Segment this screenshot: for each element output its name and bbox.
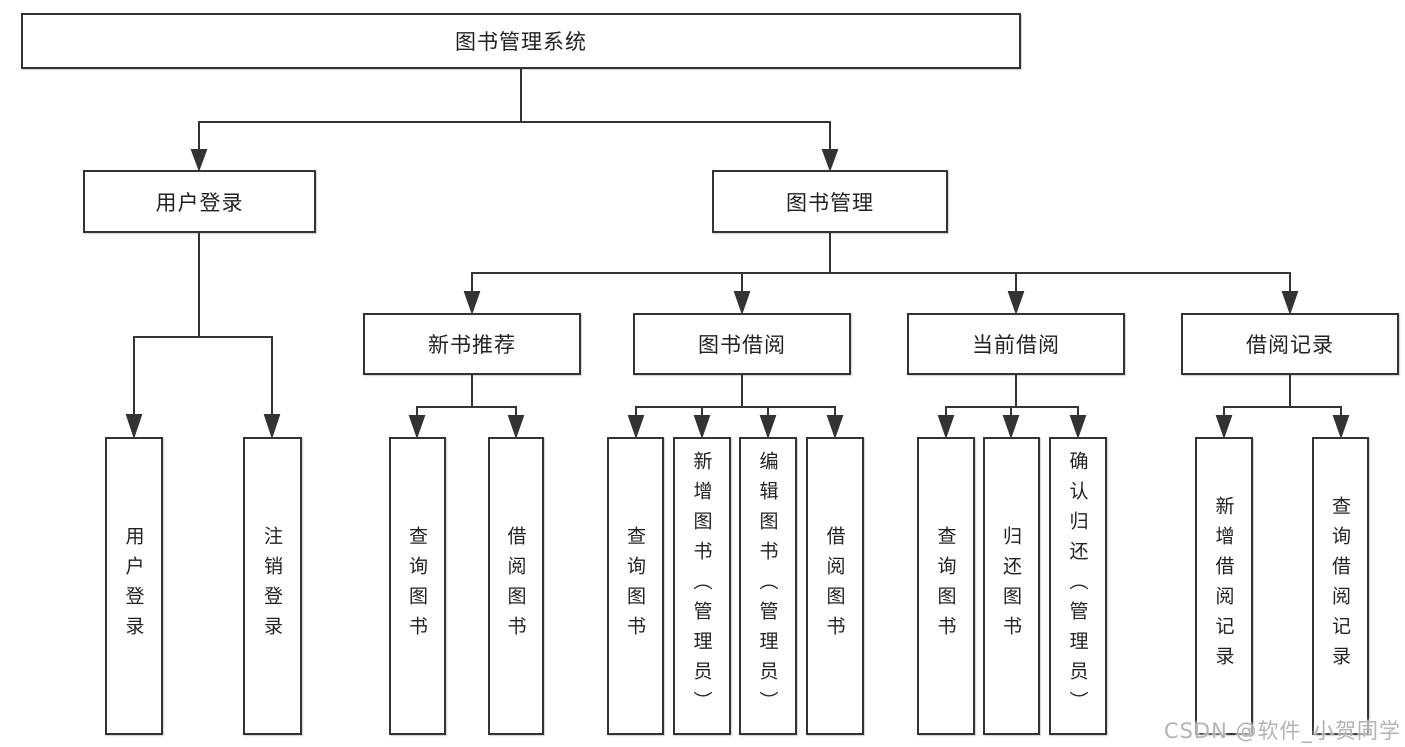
node-library-management-system: 图书管理系统 [21,13,1021,69]
node-label: 借阅记录 [1246,333,1334,357]
node-label: 用户登录 [155,190,244,215]
node-label: 当前借阅 [972,333,1060,357]
leaf-query-books-recommend: 查询图书 [389,437,446,735]
node-label: 图书管理系统 [455,30,587,54]
node-label: 确认归还（管理员） [1066,451,1089,721]
leaf-add-borrow-record: 新增借阅记录 [1195,437,1253,735]
node-label: 用户登录 [122,526,145,646]
leaf-borrow-books: 借阅图书 [806,437,864,735]
node-label: 新增借阅记录 [1212,496,1235,676]
csdn-watermark: CSDN @软件_小贺同学 [1163,719,1401,743]
node-book-management: 图书管理 [712,170,948,233]
leaf-query-borrow-record: 查询借阅记录 [1312,437,1369,735]
node-user-login: 用户登录 [83,170,316,233]
node-label: 查询图书 [406,526,428,646]
leaf-edit-books-admin: 编辑图书（管理员） [739,437,797,735]
node-label: 查询图书 [934,526,957,646]
leaf-borrow-books-recommend: 借阅图书 [488,437,544,735]
node-label: 借阅图书 [504,526,527,646]
node-book-borrow: 图书借阅 [633,313,851,375]
node-current-borrow: 当前借阅 [907,313,1125,375]
node-label: 归还图书 [1000,526,1022,646]
node-label: 图书管理 [786,190,874,215]
node-label: 图书借阅 [698,333,786,357]
node-label: 借阅图书 [823,526,846,646]
leaf-confirm-return-admin: 确认归还（管理员） [1049,437,1107,735]
leaf-query-books-current: 查询图书 [917,437,975,735]
leaf-add-books-admin: 新增图书（管理员） [673,437,731,735]
node-borrow-records: 借阅记录 [1181,313,1399,375]
node-label: 查询借阅记录 [1329,496,1351,676]
leaf-logout: 注销登录 [243,437,302,735]
node-label: 注销登录 [261,526,283,646]
node-label: 新书推荐 [428,333,516,357]
leaf-user-login: 用户登录 [105,437,163,735]
node-label: 查询图书 [624,526,646,646]
node-new-book-recommend: 新书推荐 [363,313,581,375]
node-label: 编辑图书（管理员） [756,451,779,721]
leaf-query-books-borrow: 查询图书 [607,437,664,735]
node-label: 新增图书（管理员） [690,451,713,721]
leaf-return-books: 归还图书 [983,437,1040,735]
